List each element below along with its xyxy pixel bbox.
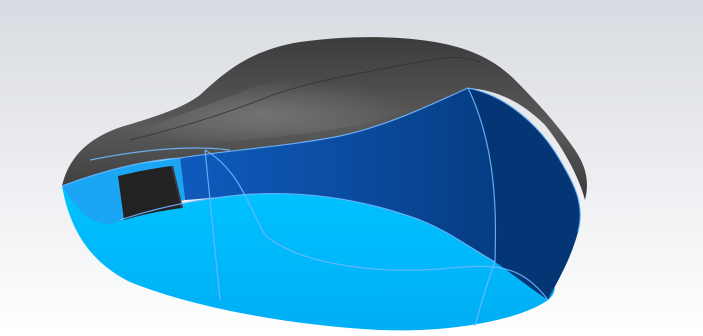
top-surface-sheen [120,70,460,150]
edge-lines [61,87,581,327]
top-seam-line [129,56,481,141]
right-face[interactable] [468,88,581,300]
cutout-inner-edge [171,165,183,209]
